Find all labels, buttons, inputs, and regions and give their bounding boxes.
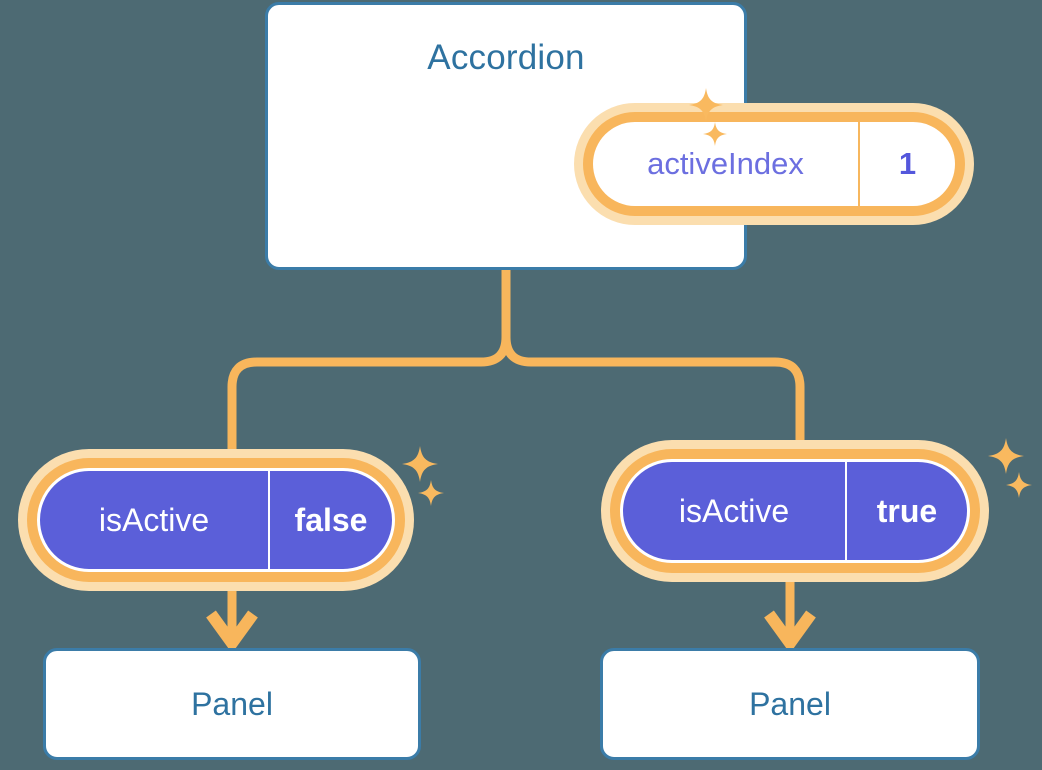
accordion-card[interactable]: Accordion activeIndex 1 [265,2,974,270]
state-value-label: false [294,501,368,538]
state-value-label: 1 [898,146,917,181]
sparkle-small-icon [418,480,444,506]
state-key-label: isActive [678,492,790,529]
pill-divider [845,462,847,560]
pill-body: isActive false [37,468,395,572]
state-key-label: activeIndex [647,146,804,181]
state-value-label: true [876,492,938,529]
sparkle-icon [689,88,723,122]
panel-card-right[interactable]: Panel [600,648,980,760]
sparkle-icon [402,446,438,482]
state-pill-active-index[interactable]: activeIndex 1 [574,103,974,225]
pill-divider [858,122,860,206]
panel-title: Panel [191,685,273,722]
state-pill-is-active-true[interactable]: isActive true [601,440,989,582]
sparkle-small-icon [703,122,727,146]
panel-card-left[interactable]: Panel [43,648,421,760]
pill-body: isActive true [620,459,970,563]
sparkle-small-icon [1006,472,1032,498]
pill-body: activeIndex 1 [593,122,955,206]
page-title: Accordion [427,38,585,77]
state-pill-is-active-false[interactable]: isActive false [18,449,414,591]
sparkle-icon [988,438,1024,474]
panel-title: Panel [749,685,831,722]
pill-divider [268,471,270,569]
state-key-label: isActive [98,501,210,538]
